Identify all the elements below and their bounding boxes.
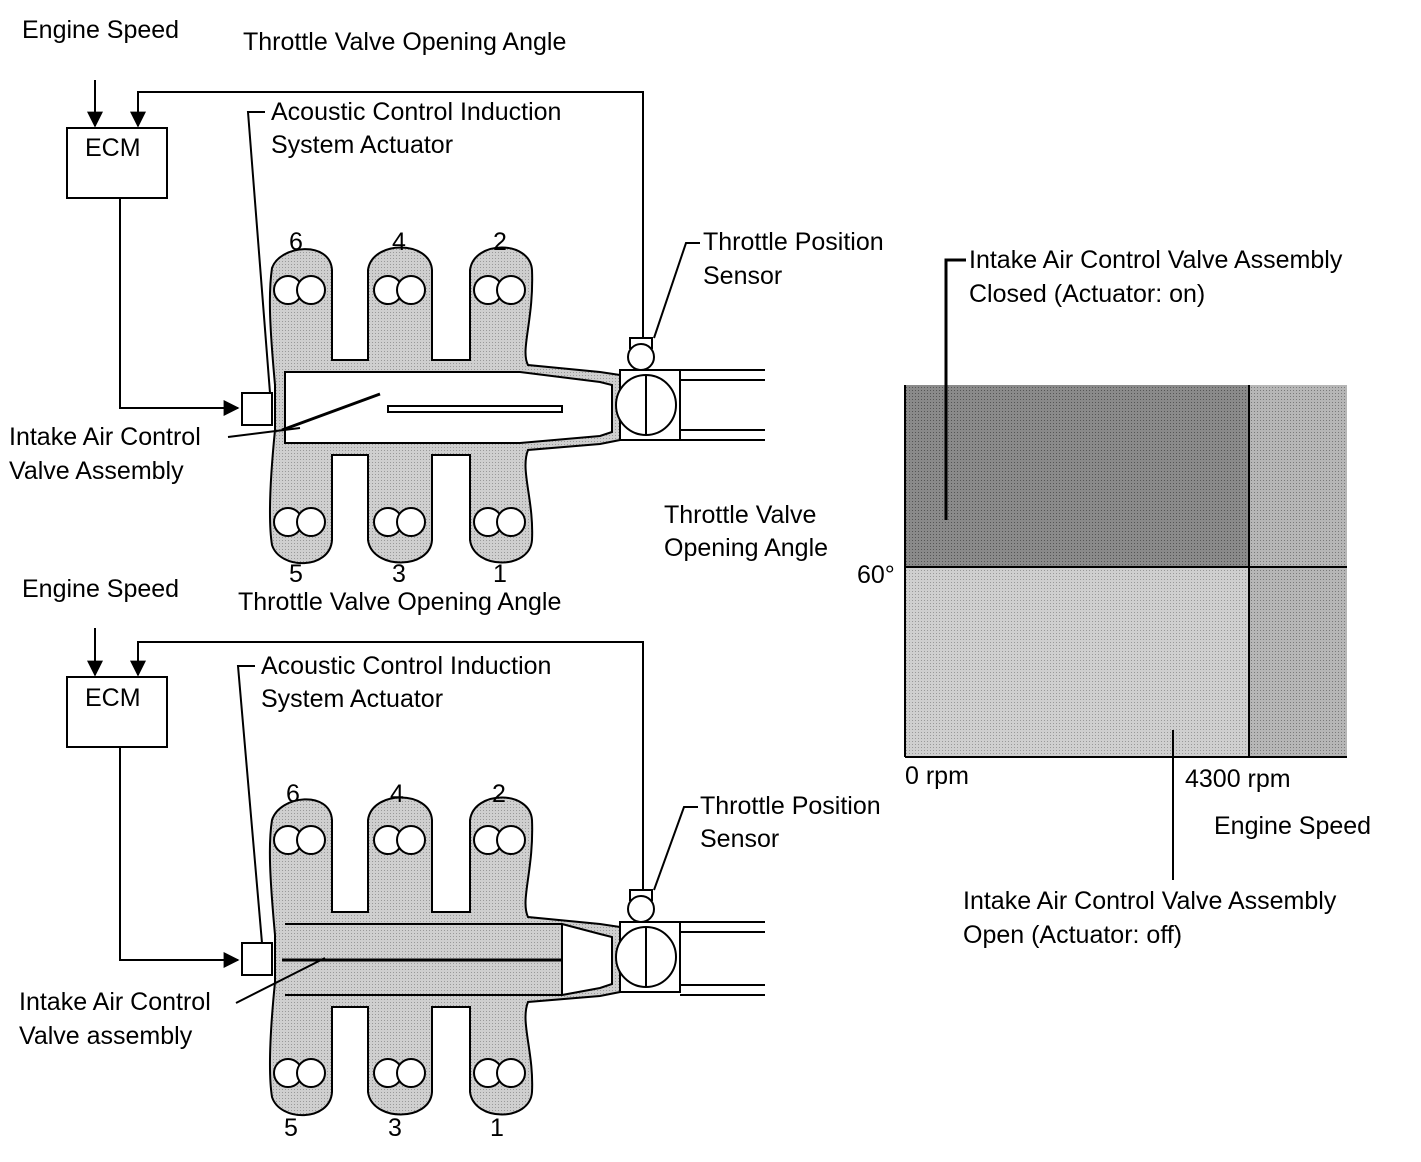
bottom-actuator-label-2: System Actuator: [261, 685, 443, 713]
top-ecm-output-line: [119, 198, 240, 416]
map-y-tick-60: 60°: [857, 561, 895, 589]
top-throttle-angle-label: Throttle Valve Opening Angle: [243, 28, 566, 56]
bottom-actuator-label-1: Acoustic Control Induction: [261, 652, 551, 680]
operation-map: Throttle Valve Opening Angle 60° 0 rpm 4…: [664, 246, 1371, 949]
top-ecm-box: [66, 127, 168, 199]
bottom-cyl-4: 4: [390, 780, 404, 808]
map-closed-label-2: Closed (Actuator: on): [969, 280, 1205, 308]
bottom-tps-label-1: Throttle Position: [700, 792, 881, 820]
top-valve-label-1: Intake Air Control: [9, 423, 201, 451]
top-actuator: [241, 392, 273, 426]
bottom-plenum-chamber: [561, 922, 613, 997]
bottom-ecm-label: ECM: [85, 684, 141, 712]
bottom-tps-signal-line: [130, 641, 644, 918]
top-cyl-5: 5: [289, 560, 303, 588]
bottom-valve-label-1: Intake Air Control: [19, 988, 211, 1016]
bottom-valve-label-2: Valve assembly: [19, 1022, 193, 1050]
map-y-label-1: Throttle Valve: [664, 501, 816, 529]
bottom-actuator: [241, 942, 273, 976]
top-actuator-leader: [246, 111, 271, 394]
map-x-label: Engine Speed: [1214, 812, 1371, 840]
top-engine-speed-label: Engine Speed: [22, 16, 179, 44]
top-cyl-2: 2: [493, 228, 507, 256]
bottom-cyl-3: 3: [388, 1114, 402, 1142]
map-x-tick-4300: 4300 rpm: [1185, 765, 1291, 793]
map-closed-leader: [944, 258, 966, 520]
bottom-tps-label-2: Sensor: [700, 825, 779, 853]
top-partition: [387, 405, 563, 413]
map-closed-label-1: Intake Air Control Valve Assembly: [969, 246, 1343, 274]
top-ports: [273, 275, 526, 537]
map-x-tick-0: 0 rpm: [905, 762, 969, 790]
top-diagram: Engine Speed Throttle Valve Opening Angl…: [9, 16, 884, 588]
bottom-ports: [273, 825, 526, 1088]
top-cyl-1: 1: [493, 560, 507, 588]
bottom-ecm-box: [66, 676, 168, 748]
bottom-cyl-5: 5: [284, 1114, 298, 1142]
top-tps-label-1: Throttle Position: [703, 228, 884, 256]
bottom-valve-leader: [235, 957, 326, 1004]
top-tps-sensor: [627, 343, 655, 371]
top-actuator-label-1: Acoustic Control Induction: [271, 98, 561, 126]
bottom-ecm-output-line: [119, 747, 240, 968]
top-tps-signal-line: [130, 91, 644, 365]
top-valve-label-2: Valve Assembly: [9, 457, 184, 485]
map-closed-region: [905, 385, 1249, 567]
bottom-cyl-2: 2: [492, 780, 506, 808]
bottom-cyl-6: 6: [286, 780, 300, 808]
top-cyl-3: 3: [392, 560, 406, 588]
bottom-engine-speed-label: Engine Speed: [22, 575, 179, 603]
top-tps-label-2: Sensor: [703, 262, 782, 290]
bottom-tps-leader: [653, 806, 698, 891]
top-valve-plate: [281, 392, 381, 432]
bottom-actuator-leader: [236, 665, 263, 944]
top-cyl-4: 4: [392, 228, 406, 256]
bottom-throttle-angle-label: Throttle Valve Opening Angle: [238, 588, 561, 616]
bottom-cyl-1: 1: [490, 1114, 504, 1142]
top-actuator-label-2: System Actuator: [271, 131, 453, 159]
map-open-label-1: Intake Air Control Valve Assembly: [963, 887, 1337, 915]
bottom-tps-sensor: [627, 895, 655, 923]
map-y-label-2: Opening Angle: [664, 534, 828, 562]
bottom-diagram: Engine Speed Throttle Valve Opening Angl…: [19, 575, 881, 1142]
map-open-region: [905, 567, 1249, 757]
map-open-label-2: Open (Actuator: off): [963, 921, 1182, 949]
top-valve-leader: [227, 427, 301, 438]
top-ecm-label: ECM: [85, 134, 141, 162]
top-tps-leader: [653, 242, 700, 339]
top-cyl-6: 6: [289, 228, 303, 256]
